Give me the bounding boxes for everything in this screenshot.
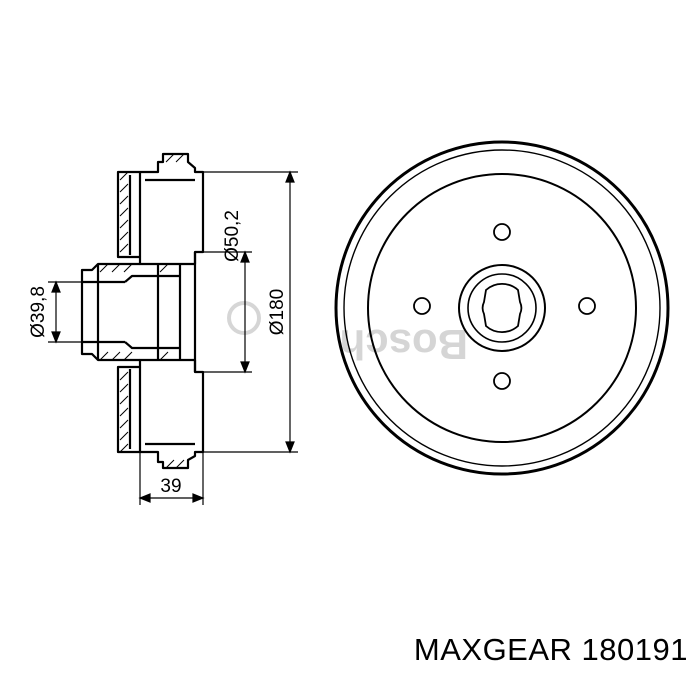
hub-bore-profile [481,283,523,333]
part-caption: MAXGEAR 180191 [414,632,688,668]
hub-section [80,262,140,362]
section-hatching [99,153,185,469]
drum-outer-rim [334,140,670,476]
bolt-hole-bottom [493,372,511,390]
dimension-lines [48,170,298,505]
watermark-text: Bosch [340,321,468,368]
bosch-watermark: Bosch [227,301,468,368]
hub-ring [467,273,537,343]
part-number: 180191 [581,632,688,667]
bolt-hole-top [493,223,511,241]
dim-label-drum-outer: Ø180 [267,289,288,335]
brand-name: MAXGEAR [413,632,573,667]
drum-section-bottom [116,358,205,470]
side-section-view [80,152,205,470]
hub-taper [124,274,180,350]
hub-outer [458,264,546,352]
drum-section-top [116,152,205,266]
dim-label-width: 39 [160,476,181,497]
front-view [334,140,670,476]
bolt-hole-left [413,297,431,315]
drum-face [367,173,637,443]
bosch-logo-icon [227,301,261,335]
dim-label-hub-flange: Ø50,2 [222,210,243,262]
bolt-hole-right [578,297,596,315]
drum-outer-rim-inner [343,149,661,467]
dim-label-hub-bore: Ø39,8 [28,286,49,338]
